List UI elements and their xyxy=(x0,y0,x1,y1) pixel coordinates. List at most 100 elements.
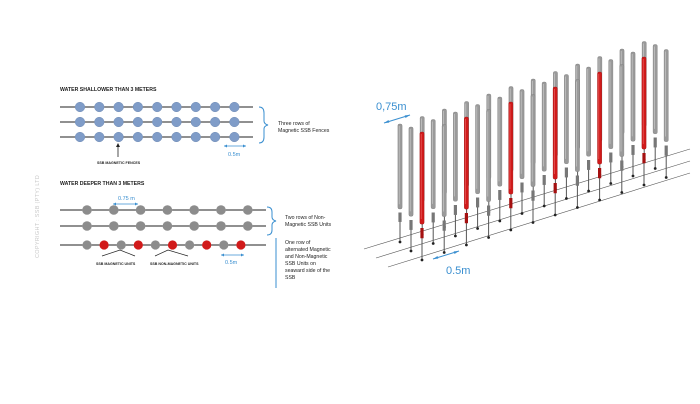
perspective-nonmagnetic-unit xyxy=(619,64,625,157)
deep-note-bottom: One row of alternated Magnetic and Non-M… xyxy=(285,240,331,281)
unit-foot xyxy=(498,219,502,223)
shallow-magnetic-unit xyxy=(229,101,240,113)
unit-foot xyxy=(465,243,468,247)
deep-nonmagnetic-unit xyxy=(189,205,199,215)
shallow-fence-label: SSB MAGNETIC FENCES xyxy=(97,161,141,165)
deep-unit-rows xyxy=(60,205,266,250)
deep-magnetic-unit xyxy=(99,240,109,250)
deep-note-bottom-line-1: One row of xyxy=(285,240,311,246)
unit-foot xyxy=(520,212,524,215)
deep-spacing-top-label: 0.75 m xyxy=(118,196,135,202)
perspective-spacing-bottom-label: 0.5m xyxy=(446,265,470,277)
shallow-magnetic-unit xyxy=(210,101,221,113)
deep-magnetic-unit xyxy=(236,240,246,250)
deep-magnetic-unit xyxy=(202,240,212,250)
unit-collar xyxy=(598,168,602,179)
deep-note-bottom-line-6: SSB xyxy=(285,275,296,281)
deep-nonmagnetic-unit xyxy=(135,205,146,215)
unit-collar xyxy=(653,137,657,148)
deep-heading: WATER DEEPER THAN 3 METERS xyxy=(60,181,145,187)
unit-collar xyxy=(609,152,613,163)
deep-nonmagnetic-unit xyxy=(135,221,146,231)
deep-note-bottom-line-5: seaward side of the xyxy=(285,268,330,274)
shallow-magnetic-unit xyxy=(229,131,240,143)
unit-collar xyxy=(642,153,646,164)
shallow-dimension-arrow-right xyxy=(243,144,246,148)
unit-foot xyxy=(609,182,613,185)
unit-foot xyxy=(442,251,446,254)
deep-top-bracket xyxy=(266,206,277,236)
perspective-magnetic-unit xyxy=(508,101,514,195)
unit-foot xyxy=(420,258,424,262)
magnetic-units-callout xyxy=(101,249,136,257)
perspective-spacing-top-label: 0,75m xyxy=(376,101,407,113)
shallow-magnetic-unit xyxy=(113,101,124,113)
unit-foot xyxy=(631,174,635,178)
deep-nonmagnetic-unit xyxy=(150,240,160,250)
shallow-magnetic-unit xyxy=(74,116,86,128)
perspective-nonmagnetic-unit xyxy=(408,126,414,217)
shallow-magnetic-unit xyxy=(74,101,86,113)
unit-foot xyxy=(509,228,513,232)
deep-nonmagnetic-unit xyxy=(216,205,226,215)
deep-spacing-bottom-label: 0.5m xyxy=(225,260,238,266)
perspective-bottom-dimension-arrow-right xyxy=(453,251,459,254)
deep-nonmagnetic-unit xyxy=(243,205,253,215)
deep-nonmagnetic-unit xyxy=(162,221,173,231)
perspective-units xyxy=(363,41,691,268)
shallow-spacing-label: 0.5m xyxy=(228,152,241,158)
perspective-nonmagnetic-unit xyxy=(541,81,547,172)
perspective-nonmagnetic-unit xyxy=(486,109,491,202)
magnetic-units-label: SSB MAGNETIC UNITS xyxy=(96,262,136,266)
unit-collar xyxy=(476,197,480,208)
perspective-nonmagnetic-unit xyxy=(453,111,458,202)
shallow-magnetic-unit xyxy=(94,131,105,143)
perspective-magnetic-unit xyxy=(419,131,425,225)
perspective-nonmagnetic-unit xyxy=(586,66,591,157)
unit-collar xyxy=(398,212,402,222)
deep-water-section: WATER DEEPER THAN 3 METERS 0.75 m Two ro… xyxy=(60,181,332,288)
shallow-magnetic-unit xyxy=(94,101,105,113)
shallow-magnetic-unit xyxy=(210,131,221,143)
deep-nonmagnetic-unit xyxy=(109,205,119,215)
deep-nonmagnetic-unit xyxy=(162,205,173,215)
perspective-nonmagnetic-unit xyxy=(397,123,403,210)
unit-collar xyxy=(531,190,535,201)
perspective-nonmagnetic-unit xyxy=(519,89,525,179)
unit-collar xyxy=(564,167,568,178)
shallow-bracket xyxy=(258,106,269,144)
perspective-magnetic-unit xyxy=(597,71,602,165)
unit-collar xyxy=(409,220,413,230)
shallow-magnetic-unit xyxy=(113,116,124,128)
deep-nonmagnetic-unit xyxy=(82,221,92,231)
perspective-magnetic-unit xyxy=(641,56,647,150)
unit-collar xyxy=(575,175,579,186)
copyright-text: COPYRIGHT : SSB (PTY) LTD xyxy=(35,175,41,258)
deep-nonmagnetic-unit xyxy=(216,221,226,231)
unit-foot xyxy=(476,227,479,230)
perspective-nonmagnetic-unit xyxy=(608,59,614,149)
perspective-nonmagnetic-unit xyxy=(630,51,636,142)
shallow-magnetic-unit xyxy=(229,116,240,128)
shallow-water-section: WATER SHALLOWER THAN 3 METERS Three rows… xyxy=(60,87,330,165)
deep-top-dimension-arrow-right xyxy=(135,202,138,206)
deep-bottom-dimension-arrow-right xyxy=(241,253,244,257)
shallow-magnetic-unit xyxy=(210,116,221,128)
perspective-bottom-dimension-arrow-left xyxy=(433,256,439,259)
shallow-magnetic-unit xyxy=(190,131,201,143)
shallow-magnetic-unit xyxy=(74,131,86,143)
shallow-magnetic-unit xyxy=(152,101,163,113)
unit-foot xyxy=(487,236,490,239)
shallow-magnetic-unit xyxy=(132,101,143,113)
unit-collar xyxy=(542,175,546,185)
nonmagnetic-units-label: SSB NON-MAGNETIC UNITS xyxy=(150,262,199,266)
deep-top-dimension-arrow-left xyxy=(113,202,116,206)
unit-foot xyxy=(398,240,402,244)
fence-pointer-arrowhead xyxy=(116,143,120,147)
unit-collar xyxy=(509,198,513,209)
unit-foot xyxy=(653,167,657,170)
deep-note-bottom-line-2: alternated Magnetic xyxy=(285,247,331,253)
perspective-nonmagnetic-unit xyxy=(564,74,569,164)
unit-foot xyxy=(664,176,668,179)
